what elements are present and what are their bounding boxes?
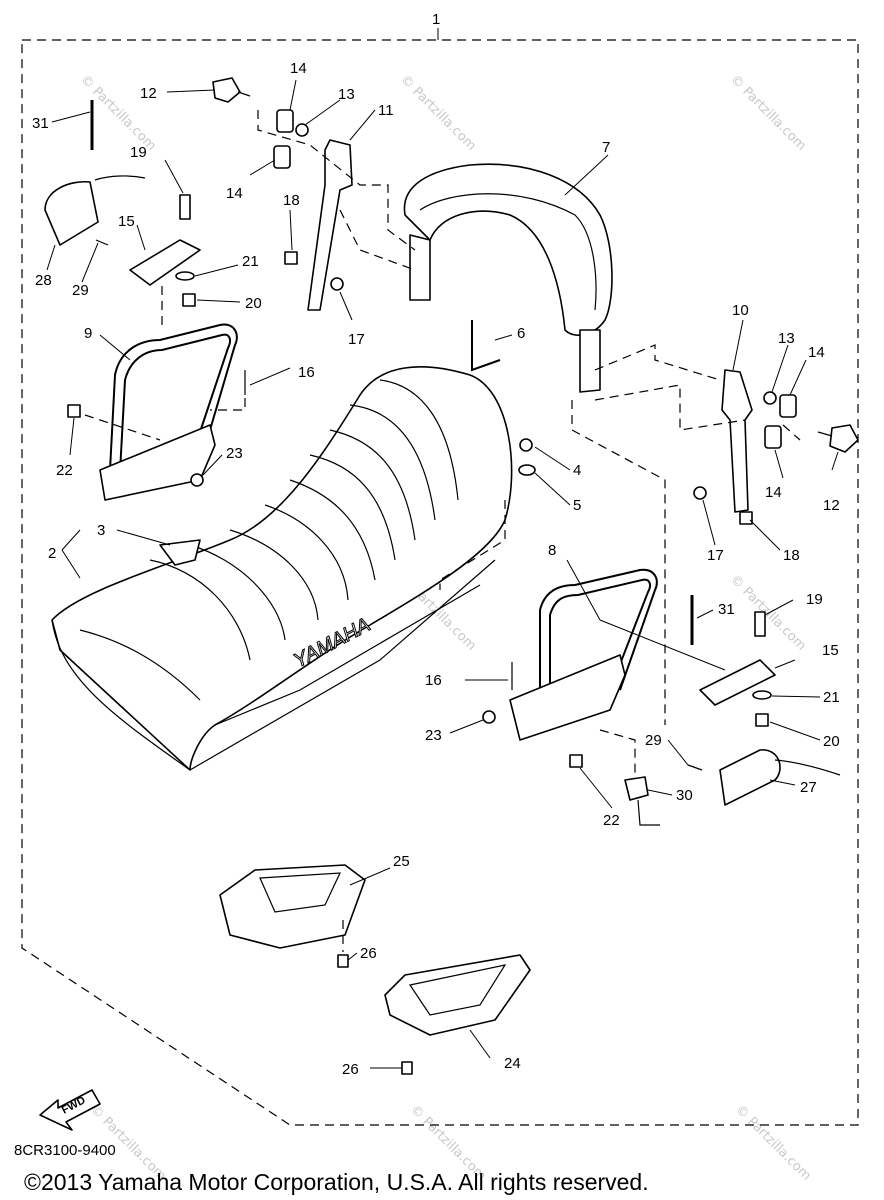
callout-20-right: 20 — [823, 733, 840, 750]
callout-30: 30 — [676, 787, 693, 804]
callout-2: 2 — [48, 545, 56, 562]
callout-15-left: 15 — [118, 213, 135, 230]
assembly-lines — [84, 110, 801, 952]
callout-27: 27 — [800, 779, 817, 796]
callout-25: 25 — [393, 853, 410, 870]
storage-tray-24 — [384, 954, 531, 1036]
callout-20-left: 20 — [245, 295, 262, 312]
callout-14-c: 14 — [808, 344, 825, 361]
callout-18-right: 18 — [783, 547, 800, 564]
leader-lines — [46, 28, 839, 1069]
callout-21-right: 21 — [823, 689, 840, 706]
callout-10: 10 — [732, 302, 749, 319]
callout-21-left: 21 — [242, 253, 259, 270]
callout-22-right: 22 — [603, 812, 620, 829]
part-number-code: 8CR3100-9400 — [14, 1142, 116, 1159]
watermark: © Partzilla.com — [397, 72, 479, 154]
callout-17-left: 17 — [348, 331, 365, 348]
callout-6: 6 — [517, 325, 525, 342]
bracket-right — [721, 369, 753, 513]
copyright-notice: ©2013 Yamaha Motor Corporation, U.S.A. A… — [24, 1169, 649, 1195]
callout-23-left: 23 — [226, 445, 243, 462]
callout-8: 8 — [548, 542, 556, 559]
hardware — [67, 77, 859, 1075]
callout-12-right: 12 — [823, 497, 840, 514]
callout-5: 5 — [573, 497, 581, 514]
callout-9: 9 — [84, 325, 92, 342]
callout-1: 1 — [432, 11, 440, 28]
callout-13-left: 13 — [338, 86, 355, 103]
callout-26-a: 26 — [360, 945, 377, 962]
watermark: © Partzilla.com — [727, 72, 809, 154]
callout-31-right: 31 — [718, 601, 735, 618]
bracket-left — [307, 139, 353, 311]
callout-26-b: 26 — [342, 1061, 359, 1078]
callout-14-a: 14 — [290, 60, 307, 77]
callout-16-left: 16 — [298, 364, 315, 381]
callout-15-right: 15 — [822, 642, 839, 659]
callout-17-right: 17 — [707, 547, 724, 564]
callout-7: 7 — [602, 139, 610, 156]
callout-23-right: 23 — [425, 727, 442, 744]
callout-19-left: 19 — [130, 144, 147, 161]
callout-28: 28 — [35, 272, 52, 289]
callout-14-d: 14 — [765, 484, 782, 501]
callout-3: 3 — [97, 522, 105, 539]
seat: YAMAHA — [51, 366, 513, 771]
grab-bar-right — [509, 568, 658, 741]
callout-12-left: 12 — [140, 85, 157, 102]
callout-numbers: 1 2 3 4 5 6 7 8 9 10 11 12 12 13 13 14 1… — [32, 11, 840, 1078]
callout-11: 11 — [378, 102, 394, 119]
callout-31-left: 31 — [32, 115, 49, 132]
watermark: © Partzilla.com — [732, 1102, 814, 1184]
callout-4: 4 — [573, 462, 581, 479]
callout-13-right: 13 — [778, 330, 795, 347]
grab-bar-left — [99, 323, 238, 501]
callout-14-b: 14 — [226, 185, 243, 202]
callout-16-right: 16 — [425, 672, 442, 689]
callout-22-left: 22 — [56, 462, 73, 479]
storage-tray-25 — [219, 864, 366, 949]
hand-warmer-27 — [719, 749, 841, 806]
callout-24: 24 — [504, 1055, 521, 1072]
callout-29-left: 29 — [72, 282, 89, 299]
callout-19-right: 19 — [806, 591, 823, 608]
hand-warmer-28 — [44, 175, 146, 246]
backrest — [403, 163, 613, 393]
callout-18-left: 18 — [283, 192, 300, 209]
callout-29-right: 29 — [645, 732, 662, 749]
assembly-outline — [21, 39, 859, 1126]
